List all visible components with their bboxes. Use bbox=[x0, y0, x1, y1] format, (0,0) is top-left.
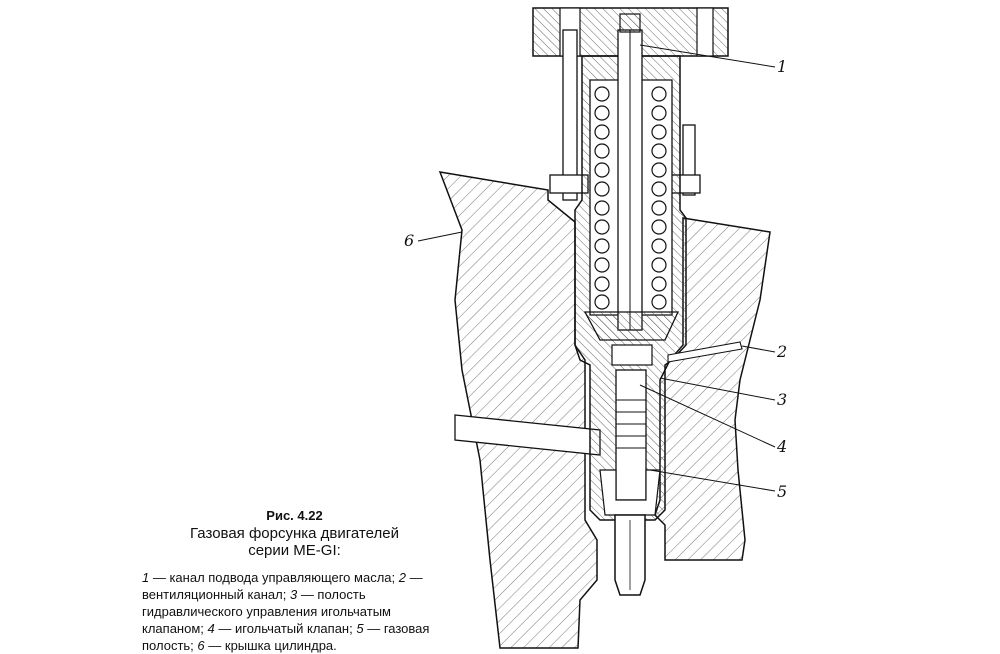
figure-legend: 1 — канал подвода управляющего масла; 2 … bbox=[142, 569, 447, 654]
leader-2 bbox=[741, 345, 776, 353]
figure-title: Газовая форсунка двигателей серии ME-GI: bbox=[142, 525, 447, 559]
figure-number: Рис. 4.22 bbox=[266, 508, 323, 523]
leader-3 bbox=[659, 377, 776, 401]
leader-lines bbox=[417, 44, 776, 492]
bolt-left bbox=[562, 29, 578, 201]
figure-title-line1: Газовая форсунка двигателей bbox=[190, 525, 399, 542]
legend-num-4: 4 bbox=[207, 621, 215, 636]
callout-6: 6 bbox=[404, 231, 414, 250]
legend-num-3: 3 bbox=[289, 587, 298, 602]
leader-4 bbox=[639, 384, 776, 448]
legend-text-1: — канал подвода управляющего масла; bbox=[149, 570, 396, 585]
legend-text-6: — крышка цилиндра. bbox=[204, 638, 337, 653]
needle-grooves bbox=[616, 399, 646, 449]
legend-num-6: 6 bbox=[197, 638, 205, 653]
leader-5 bbox=[649, 469, 776, 492]
cylinder-cover-left bbox=[438, 171, 598, 649]
legend-text-3: — полость гидравлического управления иго… bbox=[142, 587, 391, 636]
legend-num-5: 5 bbox=[356, 621, 364, 636]
flange-bolt-hole-right bbox=[696, 7, 714, 57]
legend-text-2: — вентиляционный канал; bbox=[142, 570, 423, 602]
legend-num-1: 1 bbox=[142, 570, 150, 585]
legend-text-4: — игольчатый клапан; bbox=[214, 621, 353, 636]
leader-6 bbox=[417, 231, 463, 242]
callout-3: 3 bbox=[777, 390, 787, 409]
callout-2: 2 bbox=[776, 342, 787, 361]
callout-1: 1 bbox=[777, 57, 787, 76]
control-cavity bbox=[611, 344, 653, 366]
legend-text-5: — газовая полость; bbox=[142, 621, 430, 653]
figure-title-line2: серии ME-GI: bbox=[248, 542, 341, 559]
spring-seat bbox=[583, 311, 680, 341]
callout-4: 4 bbox=[776, 437, 787, 456]
vent-channel bbox=[667, 341, 743, 363]
spring-coils-left bbox=[594, 86, 610, 310]
callout-5: 5 bbox=[777, 482, 787, 501]
legend-num-2: 2 bbox=[398, 570, 406, 585]
spindle-head bbox=[619, 13, 641, 33]
needle-valve bbox=[615, 369, 647, 501]
figure-caption: Рис. 4.22 Газовая форсунка двигателей се… bbox=[142, 508, 447, 654]
leader-1 bbox=[639, 44, 776, 68]
spring-coils-right bbox=[651, 86, 667, 310]
